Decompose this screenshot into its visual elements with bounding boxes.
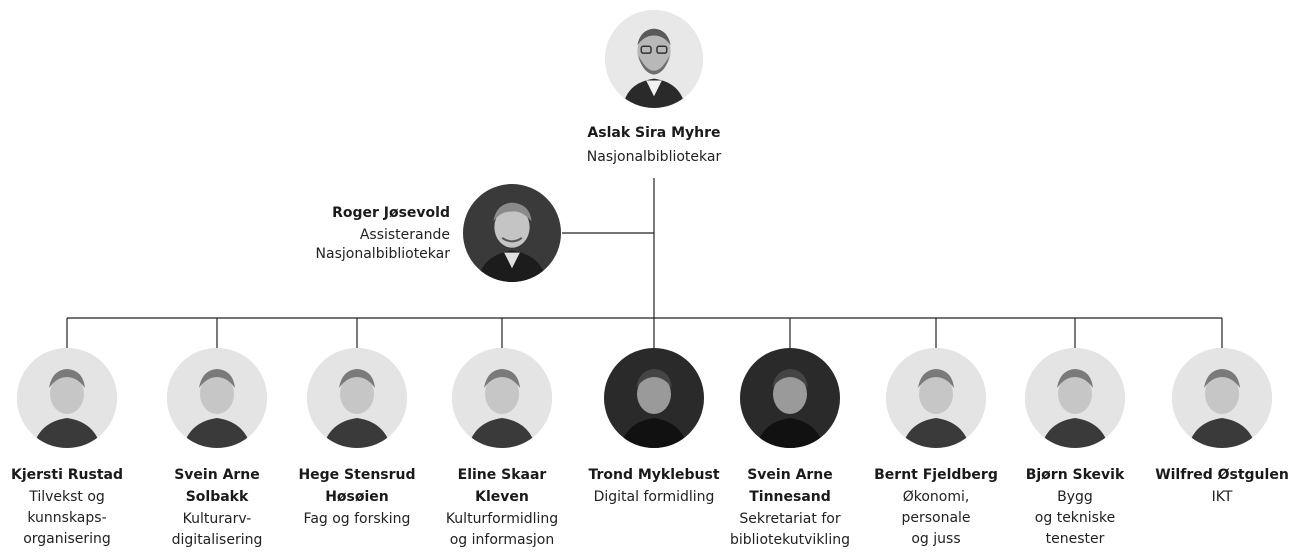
portrait-photo-icon (886, 348, 986, 448)
staff-role-line3: og juss (911, 531, 961, 547)
staff-role-line1: Bygg (1057, 489, 1093, 505)
staff-name-line1: Trond Myklebust (588, 467, 720, 483)
staff-name-line1: Eline Skaar (457, 467, 547, 483)
assistant-role-line1: Assisterande (359, 227, 450, 243)
staff-role-line1: Kulturarv- (182, 511, 252, 527)
staff-name-line1: Svein Arne (747, 467, 833, 483)
staff-role-line1: Kulturformidling (445, 511, 559, 527)
staff-name-line1: Hege Stensrud (298, 467, 416, 483)
avatar-staff (17, 348, 117, 448)
staff-role-line2: digitalisering (171, 532, 263, 548)
avatar-staff (604, 348, 704, 448)
portrait-photo-icon (307, 348, 407, 448)
staff-role-line2: og tekniske (1034, 510, 1116, 526)
avatar-staff (452, 348, 552, 448)
staff-name-line2: Solbakk (185, 489, 249, 505)
staff-role-line2: kunnskaps- (27, 510, 107, 526)
staff-role-line2: og informasjon (449, 532, 555, 548)
staff-role-line1: Fag og forsking (303, 511, 411, 527)
portrait-photo-icon (167, 348, 267, 448)
staff-name-line1: Svein Arne (174, 467, 260, 483)
portrait-photo-icon (605, 10, 703, 108)
avatar-staff (167, 348, 267, 448)
staff-name-line1: Bjørn Skevik (1025, 467, 1125, 483)
avatar-staff (886, 348, 986, 448)
top-name: Aslak Sira Myhre (587, 125, 721, 141)
portrait-photo-icon (740, 348, 840, 448)
staff-name-line2: Tinnesand (749, 489, 831, 505)
staff-role-line1: Økonomi, (902, 489, 970, 505)
staff-role-line3: organisering (23, 531, 111, 547)
portrait-photo-icon (604, 348, 704, 448)
top-role: Nasjonalbibliotekar (586, 149, 722, 165)
staff-role-line2: personale (901, 510, 971, 526)
staff-role-line3: tenester (1045, 531, 1105, 547)
assistant-name: Roger Jøsevold (332, 205, 450, 221)
staff-name-line1: Kjersti Rustad (11, 467, 123, 483)
portrait-photo-icon (1025, 348, 1125, 448)
portrait-photo-icon (17, 348, 117, 448)
staff-name-line1: Wilfred Østgulen (1155, 467, 1289, 483)
avatar-staff (1025, 348, 1125, 448)
staff-role-line2: bibliotekutvikling (730, 532, 850, 548)
staff-role-line1: Sekretariat for (739, 511, 841, 527)
staff-name-line2: Kleven (475, 489, 529, 505)
assistant-role-line2: Nasjonalbibliotekar (315, 246, 450, 262)
staff-role-line1: Tilvekst og (29, 489, 105, 505)
avatar-staff (740, 348, 840, 448)
avatar-staff (1172, 348, 1272, 448)
staff-name-line2: Høsøien (325, 489, 389, 505)
portrait-photo-icon (1172, 348, 1272, 448)
avatar-top (605, 10, 703, 108)
staff-role-line1: IKT (1211, 489, 1233, 505)
avatar-assistant (463, 184, 561, 282)
avatar-staff (307, 348, 407, 448)
staff-role-line1: Digital formidling (593, 489, 715, 505)
portrait-photo-icon (452, 348, 552, 448)
staff-name-line1: Bernt Fjeldberg (874, 467, 998, 483)
portrait-photo-icon (463, 184, 561, 282)
